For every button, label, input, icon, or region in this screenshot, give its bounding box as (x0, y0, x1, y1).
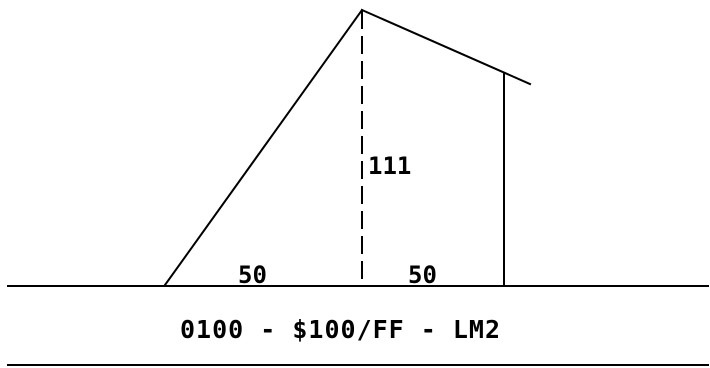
height-label: 111 (368, 152, 411, 180)
right-roof-line (360, 8, 532, 86)
left-width-label: 50 (238, 261, 267, 289)
left-roof-line (163, 8, 364, 287)
diagram-caption: 0100 - $100/FF - LM2 (180, 315, 501, 344)
right-width-label: 50 (408, 261, 437, 289)
